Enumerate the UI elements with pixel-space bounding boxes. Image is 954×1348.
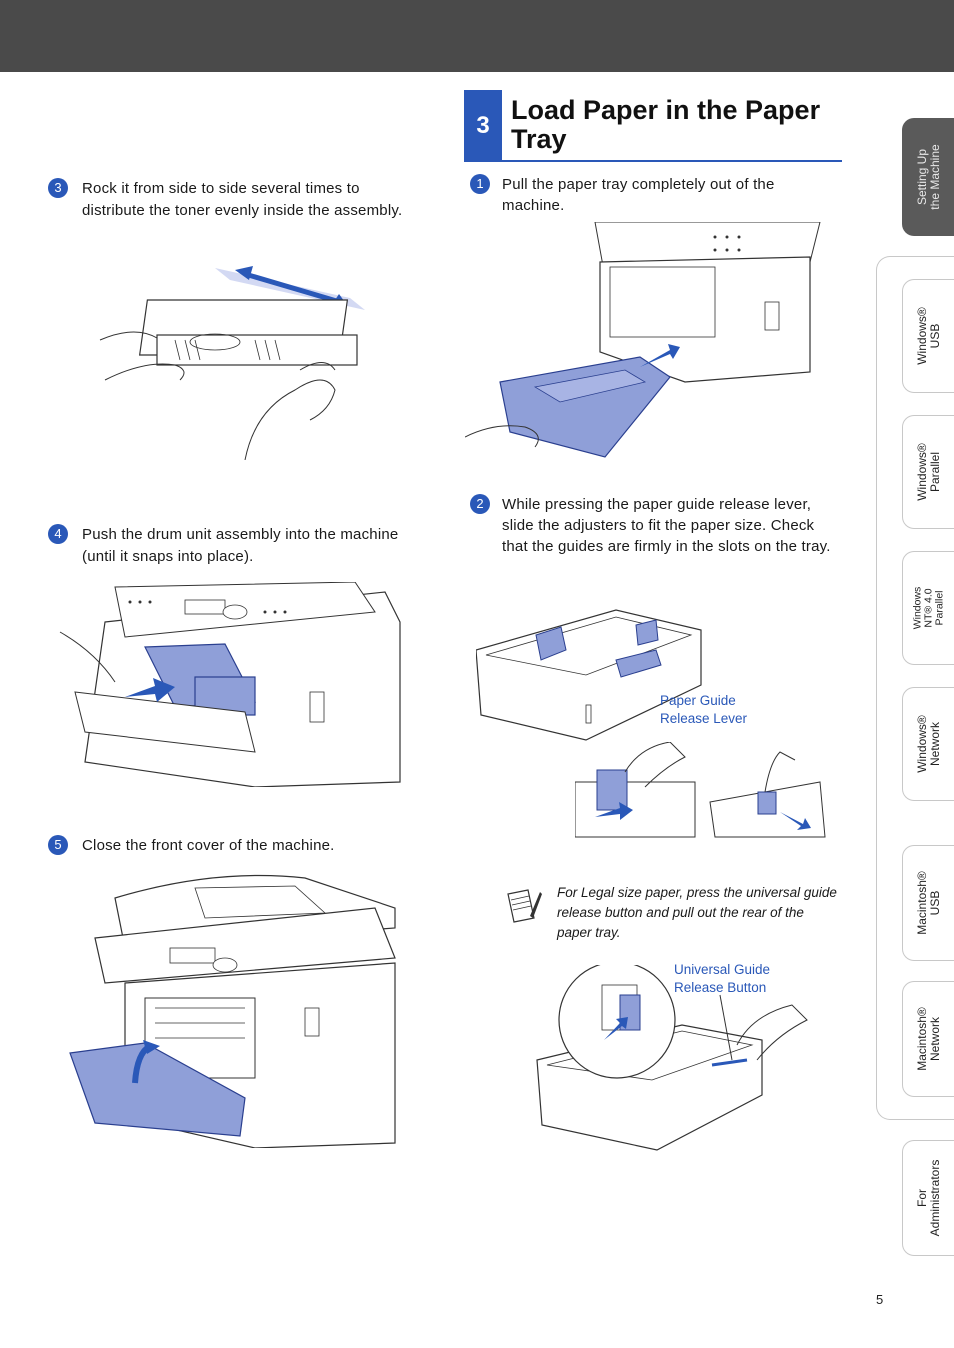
tab-label: Setting Up the Machine (915, 144, 942, 210)
tab-for-administrators[interactable]: For Administrators (902, 1140, 954, 1256)
universal-guide-illustration (536, 965, 808, 1151)
section-title-rule (464, 160, 842, 162)
step-number-5: 5 (48, 835, 68, 855)
close-cover-illustration (69, 874, 396, 1148)
step-number-3: 3 (48, 178, 68, 198)
drum-rocking-illustration (99, 266, 365, 460)
section-number-badge: 3 (464, 90, 502, 161)
tab-label: Windows® Network (915, 715, 942, 773)
pull-tray-illustration (465, 222, 821, 458)
step-number-2: 2 (470, 494, 490, 514)
insert-drum-illustration (59, 582, 401, 787)
step-text-pull-tray: Pull the paper tray completely out of th… (502, 176, 775, 214)
tab-windows-network[interactable]: Windows® Network (902, 687, 954, 801)
tab-windows-parallel[interactable]: Windows® Parallel (902, 415, 954, 529)
tab-label: Windows NT® 4.0 Parallel (911, 586, 946, 630)
tab-label: For Administrators (915, 1159, 942, 1237)
step-number-1: 1 (470, 174, 490, 194)
callout-paper-guide: Paper Guide Release Lever (660, 693, 748, 726)
tab-label: Macintosh® Network (915, 1007, 942, 1071)
header-bar (0, 0, 954, 72)
tab-macintosh-usb[interactable]: Macintosh® USB (902, 845, 954, 961)
step-text-push: Push the drum unit assembly into the mac… (82, 526, 399, 565)
guide-lever-closeup-illustration (575, 742, 826, 838)
step-text-adjust-guides: While pressing the paper guide release l… (502, 496, 831, 555)
tab-macintosh-network[interactable]: Macintosh® Network (902, 981, 954, 1097)
tab-label: Macintosh® USB (915, 871, 942, 935)
tab-windows-nt-parallel[interactable]: Windows NT® 4.0 Parallel (902, 551, 954, 665)
step-text-close: Close the front cover of the machine. (82, 837, 335, 854)
note-text: For Legal size paper, press the universa… (557, 885, 837, 940)
tab-label: Windows® Parallel (915, 443, 942, 501)
tab-label: Windows® USB (915, 307, 942, 365)
tab-setting-up[interactable]: Setting Up the Machine (902, 118, 954, 236)
tray-guide-illustration (476, 609, 702, 741)
step-text-rock: Rock it from side to side several times … (82, 180, 403, 219)
section-title: Load Paper in the Paper Tray (511, 95, 821, 154)
tab-windows-usb[interactable]: Windows® USB (902, 279, 954, 393)
note-pad-icon (507, 889, 542, 923)
callout-universal-guide: Universal Guide Release Button (674, 962, 771, 995)
step-number-4: 4 (48, 524, 68, 544)
page-number: 5 (876, 1292, 884, 1307)
